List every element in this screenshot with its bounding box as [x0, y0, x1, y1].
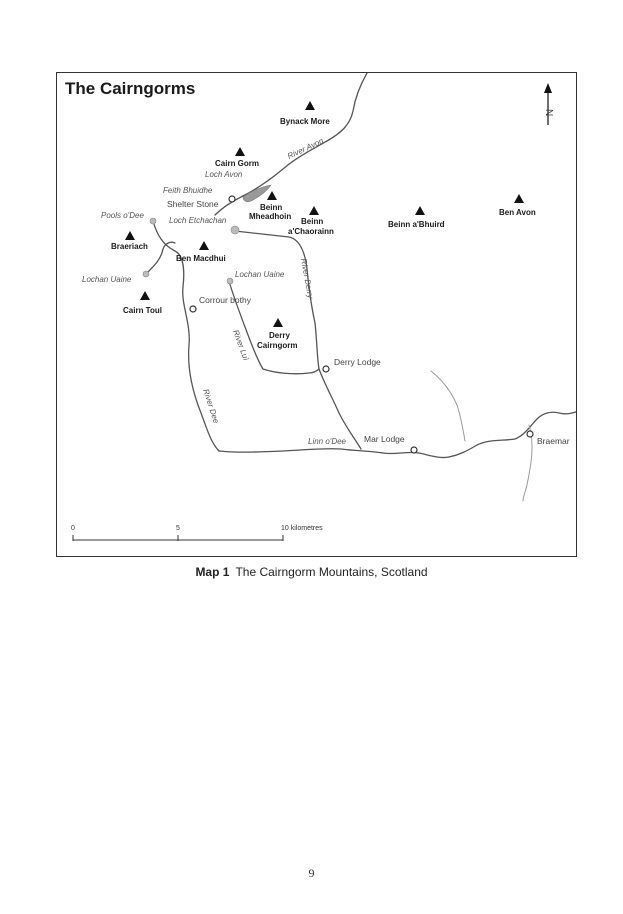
river-dee [218, 411, 576, 459]
peak-label-braeriach: Braeriach [111, 242, 148, 251]
lochan-uaine-west-marker [142, 270, 150, 278]
peak-label-ben-avon: Ben Avon [499, 208, 536, 217]
water-label-loch-avon: Loch Avon [205, 170, 243, 179]
peak-icon [267, 191, 277, 200]
peak-icon [199, 241, 209, 250]
place-label-derry-lodge: Derry Lodge [334, 357, 381, 367]
water-label-feith-bhuidhe: Feith Bhuidhe [163, 186, 213, 195]
map-canvas: Bynack More Cairn Gorm Beinn Mheadhoin B… [71, 73, 576, 541]
water-label-river-avon: River Avon [286, 136, 325, 161]
derry-lodge-marker [322, 365, 330, 373]
water-label-lochan-uaine-west: Lochan Uaine [82, 275, 132, 284]
scale-label-5: 5 [176, 525, 180, 532]
peak-label-ben-macdhui: Ben Macdhui [176, 254, 226, 263]
peak-label-beinn-a-chaorainn: Beinn [301, 217, 323, 226]
page-number: 9 [308, 866, 315, 880]
peak-label-derry-cairngorm-2: Cairngorm [257, 341, 297, 350]
peak-icon [514, 194, 524, 203]
water-label-lochan-uaine-east: Lochan Uaine [235, 270, 285, 279]
map-frame: Bynack More Cairn Gorm Beinn Mheadhoin B… [56, 72, 577, 557]
place-label-corrour-bothy: Corrour bothy [199, 295, 252, 305]
scale-label-0: 0 [71, 525, 75, 532]
stream-derry-lodge-east [430, 370, 466, 442]
pools-o-dee-marker [149, 217, 157, 225]
loch-avon [242, 184, 272, 203]
peak-label-bynack-more: Bynack More [280, 117, 330, 126]
corrour-bothy-marker [189, 305, 197, 313]
place-label-shelter-stone: Shelter Stone [167, 199, 219, 209]
peak-label-beinn-a-bhuird: Beinn a'Bhuird [388, 220, 445, 229]
scale-bar [72, 535, 284, 541]
map-title: The Cairngorms [65, 79, 196, 98]
stream-braemar-south [522, 424, 533, 502]
river-dee-upper [152, 220, 220, 452]
braemar-marker [526, 430, 534, 438]
water-label-river-dee: River Dee [201, 388, 221, 425]
peak-icon [305, 101, 315, 110]
stream-lochan-uaine-west [146, 241, 176, 274]
peak-icon [125, 231, 135, 240]
peak-label-cairn-toul: Cairn Toul [123, 306, 162, 315]
river-avon [214, 73, 368, 216]
shelter-stone-marker [228, 195, 236, 203]
peak-icon [309, 206, 319, 215]
peak-label-derry-cairngorm: Derry [269, 331, 290, 340]
peak-label-beinn-a-chaorainn-2: a'Chaorainn [288, 227, 334, 236]
water-label-linn-o-dee: Linn o'Dee [308, 437, 347, 446]
scale-label-10: 10 kilometres [281, 525, 323, 532]
place-label-braemar: Braemar [537, 436, 570, 446]
water-label-loch-etchachan: Loch Etchachan [169, 216, 227, 225]
loch-etchachan-marker [230, 225, 240, 235]
peak-label-beinn-mheadhoin: Beinn [260, 203, 282, 212]
place-label-mar-lodge: Mar Lodge [364, 434, 405, 444]
lochan-uaine-east-marker [226, 277, 234, 285]
peak-label-beinn-mheadhoin-2: Mheadhoin [249, 212, 291, 221]
map-caption: Map 1 The Cairngorm Mountains, Scotland [0, 565, 623, 579]
mar-lodge-marker [410, 446, 418, 454]
caption-text: The Cairngorm Mountains, Scotland [235, 565, 428, 579]
north-label: N [543, 109, 554, 116]
river-lui [228, 280, 320, 375]
water-label-pools-o-dee: Pools o'Dee [101, 211, 144, 220]
peak-icon [140, 291, 150, 300]
river-derry [234, 230, 320, 370]
peak-label-cairn-gorm: Cairn Gorm [215, 159, 259, 168]
peak-icon [273, 318, 283, 327]
north-arrow-icon [544, 83, 552, 125]
river-derry-lower [318, 368, 362, 450]
caption-number: Map 1 [195, 565, 230, 579]
peak-icon [415, 206, 425, 215]
peak-icon [235, 147, 245, 156]
water-label-river-derry: River Derry [299, 258, 315, 300]
